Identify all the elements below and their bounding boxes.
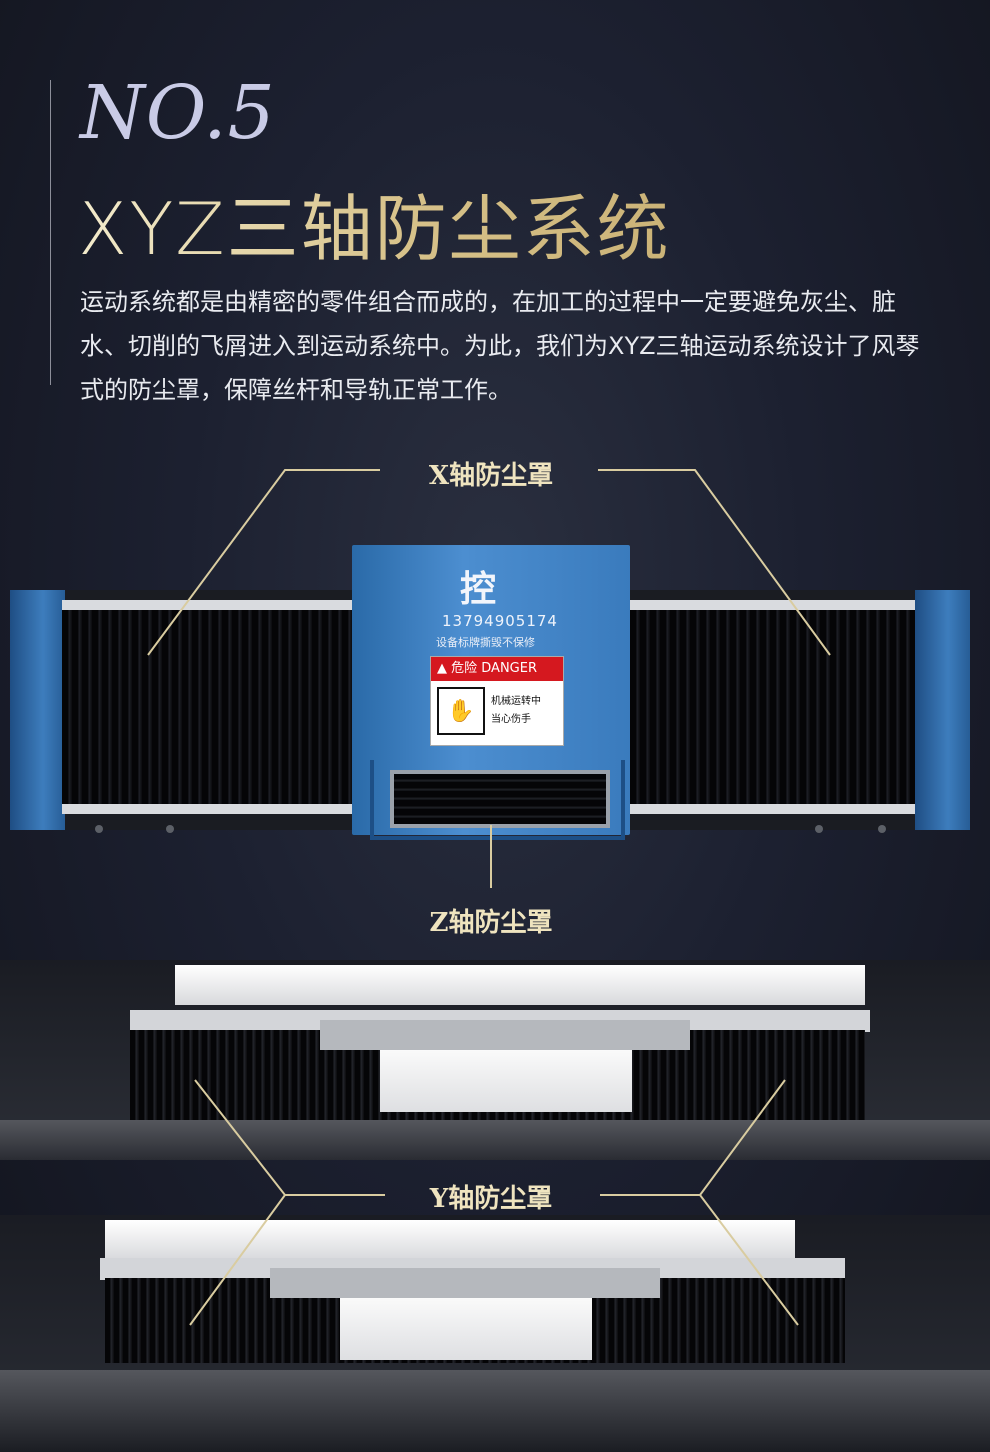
y-axis-table-bottom	[105, 1220, 795, 1260]
hand-crush-icon: ✋	[437, 687, 485, 735]
y-axis-floor-top	[0, 1120, 990, 1160]
y-cover-label: Y轴防尘罩	[429, 1184, 553, 1214]
x-bellows-left	[62, 600, 354, 814]
danger-sign-header: ▲ 危险 DANGER	[431, 657, 563, 681]
section-number: NO.5	[80, 70, 276, 156]
x-axis-frame-left	[10, 590, 65, 830]
danger-sign-body: ✋ 机械运转中 当心伤手	[431, 681, 563, 741]
description-text: 运动系统都是由精密的零件组合而成的，在加工的过程中一定要避免灰尘、脏水、切削的飞…	[80, 288, 920, 404]
y-axis-floor-bottom	[0, 1370, 990, 1452]
warranty-notice: 设备标牌撕毁不保修	[436, 636, 535, 649]
x-bellows-right	[630, 600, 915, 814]
z-axis-head-skirt	[370, 760, 625, 840]
x-axis-frame-right	[915, 590, 970, 830]
bolt	[166, 825, 174, 833]
danger-sign-text: 机械运转中 当心伤手	[491, 696, 541, 725]
x-cover-label: X轴防尘罩	[428, 461, 554, 491]
page-title: XYZ三轴防尘系统	[78, 170, 671, 275]
danger-sign: ▲ 危险 DANGER ✋ 机械运转中 当心伤手	[430, 656, 564, 746]
z-cover-label: Z轴防尘罩	[429, 908, 553, 938]
bolt	[815, 825, 823, 833]
y-axis-table-top	[175, 965, 865, 1005]
warning-triangle-icon: ▲	[437, 661, 452, 676]
bolt	[878, 825, 886, 833]
brand-character: 控	[460, 568, 497, 610]
y-axis-center-block-bottom	[340, 1298, 592, 1360]
phone-number: 13794905174	[442, 612, 558, 630]
z-bellows	[390, 770, 610, 828]
y-axis-center-block-top	[380, 1050, 632, 1112]
y-axis-carriage-top	[320, 1020, 690, 1050]
bolt	[95, 825, 103, 833]
header-divider-line	[50, 80, 51, 385]
y-axis-carriage-bottom	[270, 1268, 660, 1298]
